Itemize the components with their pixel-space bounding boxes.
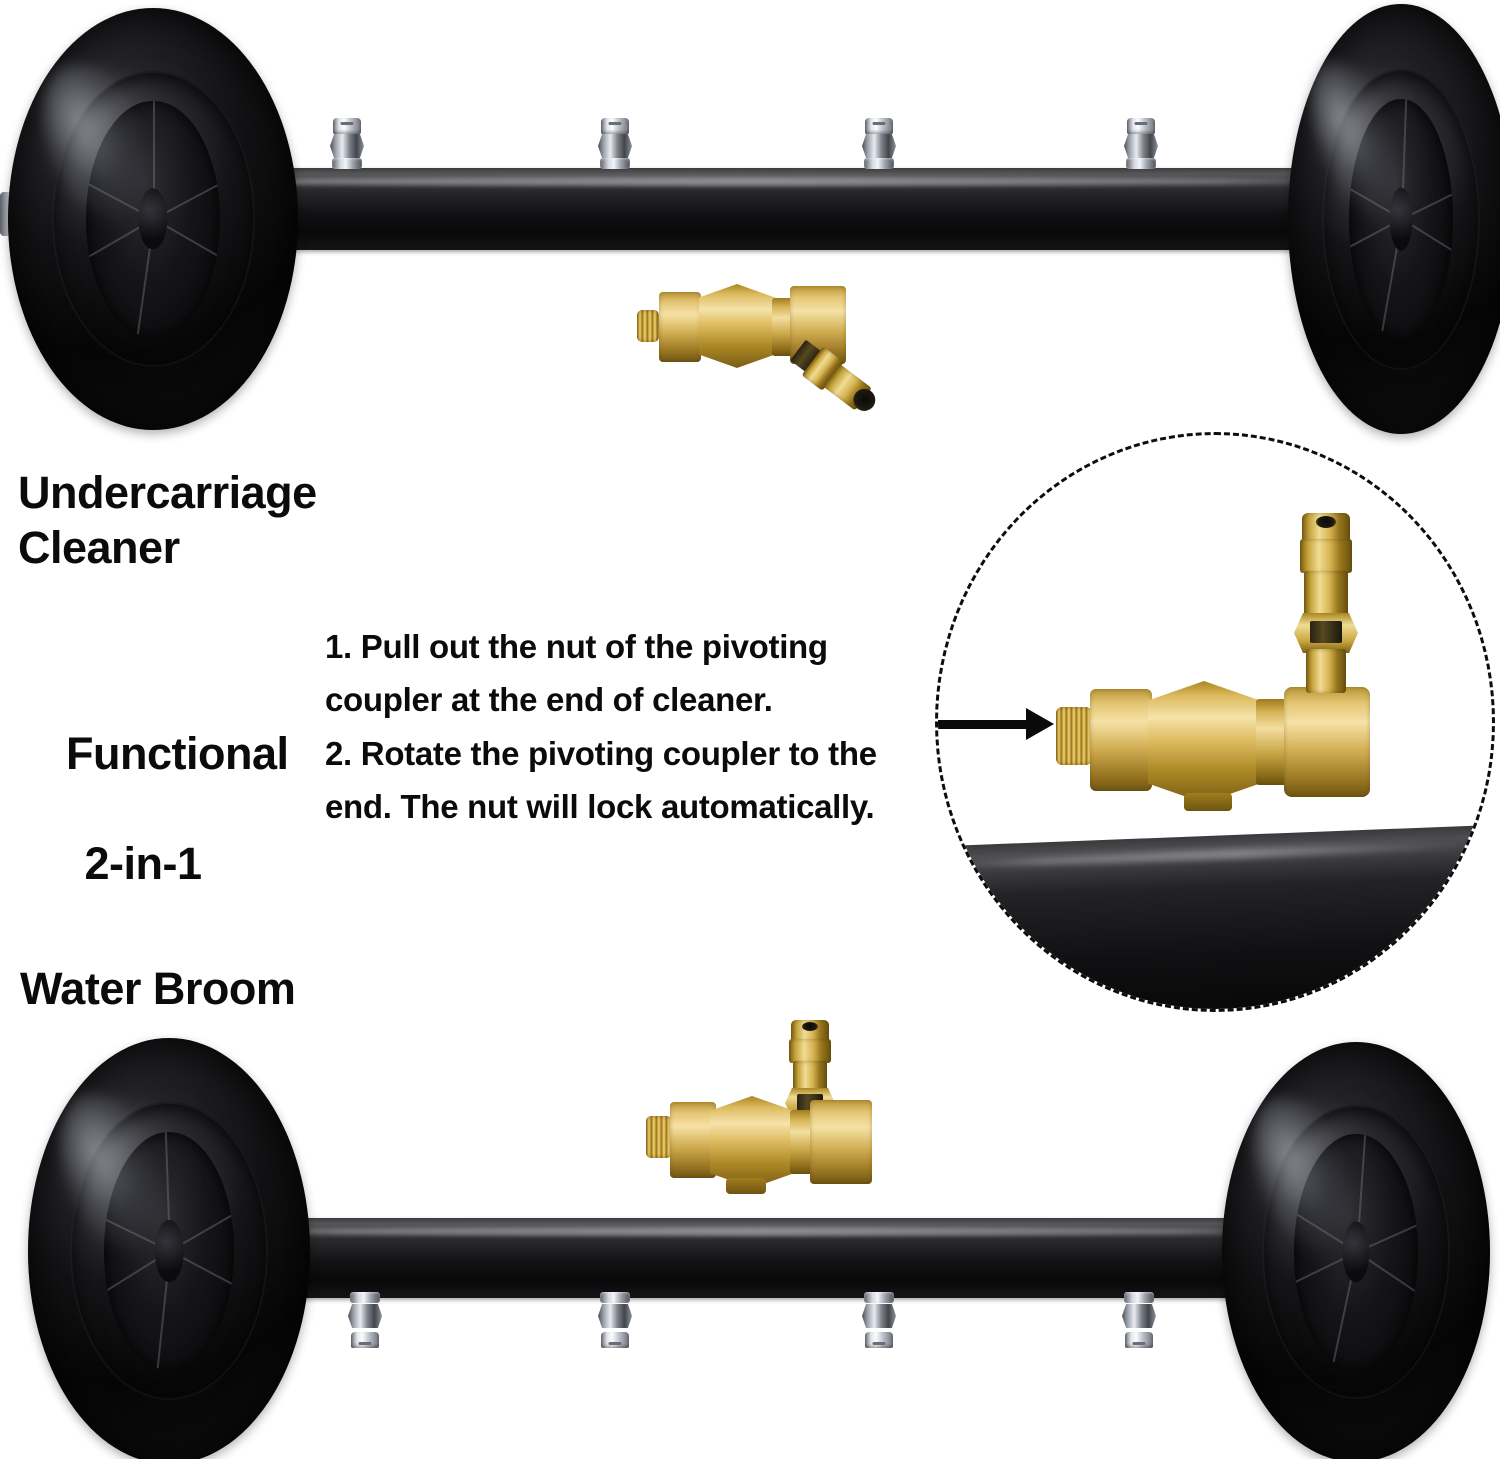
- nozzle-cap-icon: [865, 1332, 893, 1348]
- nozzle-hex-icon: [598, 1304, 632, 1328]
- instruction-step-2: 2. Rotate the pivoting coupler to the en…: [325, 734, 877, 826]
- label-undercarriage-line2: Cleaner: [18, 521, 180, 573]
- nozzle-collar-icon: [600, 158, 630, 169]
- coupler-hex-nut: [710, 1096, 794, 1188]
- nozzle-collar-icon: [350, 1292, 380, 1303]
- coupler-shoulder: [772, 298, 794, 356]
- nozzle-slot-icon: [872, 1342, 886, 1345]
- nozzle-slot-icon: [1134, 122, 1148, 125]
- coupler-barrel: [659, 292, 701, 362]
- coupler-hex-nut: [699, 284, 775, 368]
- plug-shank: [793, 1061, 827, 1093]
- label-water-broom: Water Broom: [20, 963, 296, 1014]
- nozzle-hex-icon: [1124, 134, 1158, 158]
- label-functional-2in1: Functional 2-in-1: [18, 672, 289, 1001]
- nozzle-slot-icon: [1132, 1342, 1146, 1345]
- wheel-left-bottom: [28, 1038, 310, 1459]
- spray-nozzle: [348, 1292, 382, 1356]
- nozzle-slot-icon: [358, 1342, 372, 1345]
- label-functional-line2: 2-in-1: [84, 837, 202, 889]
- spray-nozzle: [598, 118, 632, 180]
- spray-nozzle: [330, 118, 364, 180]
- nozzle-cap-icon: [1125, 1332, 1153, 1348]
- nozzle-cap-icon: [601, 1332, 629, 1348]
- water-broom-assembly: [0, 1020, 1500, 1459]
- instruction-step-1: 1. Pull out the nut of the pivoting coup…: [325, 628, 828, 719]
- coupler-base-screw: [726, 1178, 766, 1194]
- nozzle-collar-icon: [1126, 158, 1156, 169]
- spray-nozzle: [862, 1292, 896, 1356]
- plug-bore-icon: [802, 1022, 818, 1031]
- nozzle-hex-icon: [862, 1304, 896, 1328]
- nozzle-cap-icon: [1127, 118, 1155, 134]
- label-functional-line1: Functional: [66, 727, 289, 779]
- nozzle-cap-icon: [351, 1332, 379, 1348]
- callout-dashed-border: [935, 432, 1495, 1012]
- plug-sleeve: [789, 1039, 831, 1063]
- label-undercarriage-line1: Undercarriage: [18, 467, 317, 518]
- nozzle-collar-icon: [600, 1292, 630, 1303]
- spray-nozzle: [1124, 118, 1158, 180]
- nozzle-slot-icon: [872, 122, 886, 125]
- spray-bar-top: [110, 168, 1400, 250]
- coupler-elbow: [810, 1100, 872, 1184]
- nozzle-collar-icon: [332, 158, 362, 169]
- knurled-lock-nut: [637, 310, 659, 342]
- nozzle-hex-icon: [1122, 1304, 1156, 1328]
- wheel-right-top: [1288, 4, 1500, 434]
- coupler-barrel: [670, 1102, 716, 1178]
- nozzle-slot-icon: [608, 122, 622, 125]
- nozzle-hex-icon: [330, 134, 364, 158]
- nozzle-hex-icon: [862, 134, 896, 158]
- wheel-edge-fragment: [1372, 435, 1492, 503]
- spray-nozzle: [598, 1292, 632, 1356]
- nozzle-collar-icon: [1124, 1292, 1154, 1303]
- knurled-lock-nut: [646, 1116, 672, 1158]
- nozzle-cap-icon: [333, 118, 361, 134]
- nozzle-collar-icon: [864, 1292, 894, 1303]
- undercarriage-cleaner-assembly: [0, 0, 1500, 440]
- pivoting-coupler-top: [632, 268, 880, 418]
- nozzle-cap-icon: [601, 118, 629, 134]
- nozzle-collar-icon: [864, 158, 894, 169]
- spray-nozzle: [862, 118, 896, 180]
- plug-tip: [791, 1020, 829, 1042]
- coupler-detail-callout: [935, 432, 1495, 1012]
- pivoting-coupler-bottom: [630, 1020, 890, 1245]
- spray-nozzle: [1122, 1292, 1156, 1356]
- wheel-left-top: [8, 8, 298, 430]
- spray-bar-bottom: [175, 1218, 1340, 1298]
- nozzle-slot-icon: [340, 122, 354, 125]
- nozzle-slot-icon: [608, 1342, 622, 1345]
- instruction-list: 1. Pull out the nut of the pivoting coup…: [325, 620, 930, 834]
- nozzle-cap-icon: [865, 118, 893, 134]
- nozzle-hex-icon: [598, 134, 632, 158]
- wheel-right-bottom: [1222, 1042, 1490, 1459]
- nozzle-hex-icon: [348, 1304, 382, 1328]
- label-undercarriage-cleaner: Undercarriage Cleaner: [18, 466, 317, 576]
